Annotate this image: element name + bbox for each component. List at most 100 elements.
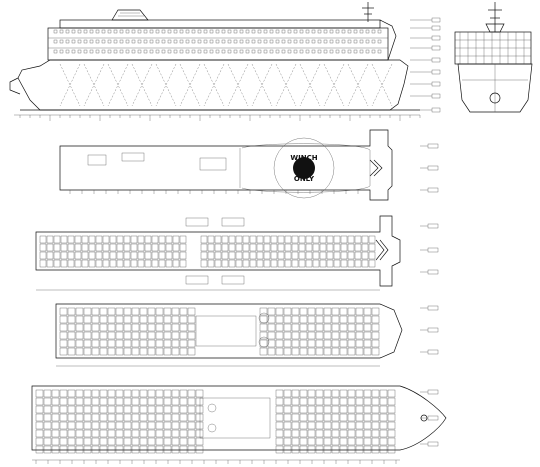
cabin-cell <box>323 421 332 430</box>
cabin-cell <box>307 445 316 454</box>
window-mark <box>59 49 64 54</box>
cabin-cell <box>259 347 268 356</box>
cabin-cell <box>59 429 68 438</box>
cabin-cell <box>155 339 164 348</box>
cabin-cell <box>163 429 172 438</box>
window-mark <box>137 39 142 44</box>
cabin-cell <box>171 413 180 422</box>
cabin-cell <box>59 331 68 340</box>
cabin-cell <box>307 421 316 430</box>
helideck-label-bottom: ONLY <box>294 175 315 183</box>
cabin-cell <box>147 331 156 340</box>
deck-tag <box>427 349 439 355</box>
cabin-cell <box>131 437 140 446</box>
cabin-cell <box>163 389 172 398</box>
cabin-cell <box>137 251 145 260</box>
window-mark <box>101 29 106 34</box>
cabin-cell <box>363 323 372 332</box>
cabin-cell <box>43 437 52 446</box>
cabin-cell <box>299 307 308 316</box>
cabin-cell <box>179 397 188 406</box>
cabin-cell <box>270 259 278 268</box>
window-mark <box>269 29 274 34</box>
cabin-cell <box>172 243 180 252</box>
cabin-cell <box>131 331 140 340</box>
cabin-cell <box>387 389 396 398</box>
cabin-cell <box>67 437 76 446</box>
window-mark <box>71 39 76 44</box>
cabin-cell <box>228 235 236 244</box>
window-mark <box>125 39 130 44</box>
cabin-cell <box>187 331 196 340</box>
cabin-cell <box>83 397 92 406</box>
window-mark <box>323 29 328 34</box>
cabin-cell <box>339 429 348 438</box>
cabin-cell <box>263 243 271 252</box>
cabin-cell <box>387 429 396 438</box>
cabin-cell <box>326 235 334 244</box>
cabin-cell <box>214 235 222 244</box>
level-tag <box>431 57 441 63</box>
cabin-cell <box>221 259 229 268</box>
cabin-cell <box>151 251 159 260</box>
window-mark <box>335 39 340 44</box>
cabin-cell <box>363 389 372 398</box>
window-mark <box>215 29 220 34</box>
brace-mark <box>347 63 369 107</box>
cabin-cell <box>331 437 340 446</box>
cabin-cell <box>195 421 204 430</box>
cabin-cell <box>291 429 300 438</box>
cabin-cell <box>91 413 100 422</box>
cabin-cell <box>75 347 84 356</box>
cabin-cell <box>43 389 52 398</box>
window-mark <box>275 49 280 54</box>
cabin-cell <box>137 259 145 268</box>
window-mark <box>209 49 214 54</box>
cabin-cell <box>347 323 356 332</box>
cabin-cell <box>46 259 54 268</box>
cabin-cell <box>75 437 84 446</box>
window-mark <box>209 39 214 44</box>
cabin-cell <box>67 413 76 422</box>
cabin-cell <box>307 413 316 422</box>
window-mark <box>65 29 70 34</box>
cabin-cell <box>187 307 196 316</box>
cabin-cell <box>379 413 388 422</box>
cabin-cell <box>347 243 355 252</box>
window-mark <box>149 39 154 44</box>
window-mark <box>353 39 358 44</box>
cabin-cell <box>51 437 60 446</box>
cabin-cell <box>123 421 132 430</box>
cabin-cell <box>291 437 300 446</box>
cabin-cell <box>107 429 116 438</box>
window-mark <box>347 49 352 54</box>
cabin-cell <box>299 405 308 414</box>
cabin-cell <box>123 251 131 260</box>
cabin-cell <box>315 307 324 316</box>
cabin-cell <box>267 315 276 324</box>
cabin-cell <box>221 235 229 244</box>
cabin-cell <box>67 405 76 414</box>
window-mark <box>125 49 130 54</box>
cabin-cell <box>163 347 172 356</box>
cabin-cell <box>323 323 332 332</box>
cabin-cell <box>355 331 364 340</box>
cabin-cell <box>319 251 327 260</box>
cabin-cell <box>315 405 324 414</box>
cabin-cell <box>331 323 340 332</box>
cabin-cell <box>179 307 188 316</box>
cabin-cell <box>59 315 68 324</box>
cabin-cell <box>187 421 196 430</box>
window-mark <box>215 39 220 44</box>
cabin-cell <box>323 413 332 422</box>
cabin-cell <box>163 413 172 422</box>
cabin-cell <box>267 347 276 356</box>
cabin-cell <box>363 421 372 430</box>
midship-section-view <box>454 2 533 113</box>
cabin-cell <box>163 445 172 454</box>
cabin-cell <box>315 445 324 454</box>
cabin-cell <box>235 235 243 244</box>
cabin-cell <box>75 405 84 414</box>
cabin-cell <box>158 243 166 252</box>
cabin-cell <box>131 339 140 348</box>
